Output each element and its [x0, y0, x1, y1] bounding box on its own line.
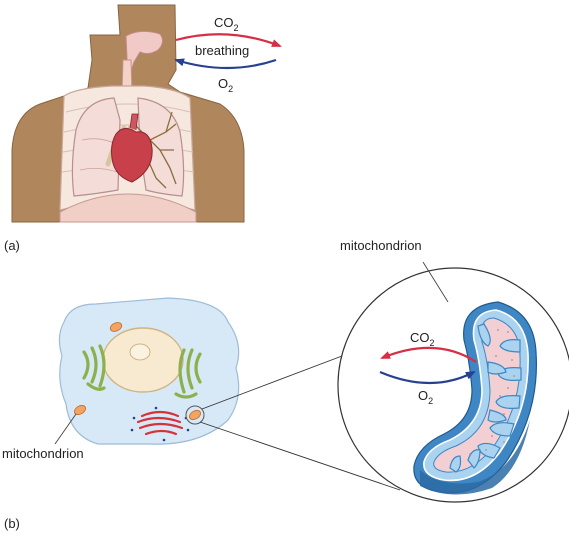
zoom-mitochondrion-label: mitochondrion: [340, 238, 422, 253]
mito-matrix-granules: [469, 329, 515, 455]
cell-mitochondrion-top: [109, 322, 123, 332]
nucleolus: [129, 343, 151, 361]
cell-mitochondrion-label: mitochondrion: [2, 446, 84, 461]
panel-b-co2-label: CO2: [410, 330, 435, 348]
mito-co2-out-arrow: [380, 346, 477, 363]
panel-b-o2-label: O2: [418, 388, 433, 406]
endoplasmic-reticulum: [136, 410, 184, 436]
mitochondrion-detail: [413, 301, 538, 495]
co2-out-arrow: [175, 33, 282, 48]
panel-a-co2-label: CO2: [214, 15, 239, 33]
ribcage-outline: [61, 103, 195, 173]
zoom-line-bottom: [199, 421, 401, 491]
zoom-line-top: [201, 355, 343, 410]
panel-a-o2-label: O2: [218, 76, 233, 94]
heart: [111, 128, 153, 183]
right-lung: [71, 97, 121, 197]
nasal-cavity: [125, 30, 164, 81]
panel-a-label: (a): [4, 238, 20, 253]
human-torso-illustration: [11, 4, 245, 223]
cell-mitochondrion-left: [74, 405, 86, 415]
animal-cell: [58, 297, 240, 445]
diaphragm: [59, 193, 197, 223]
breathing-label: breathing: [195, 43, 249, 58]
o2-in-arrow: [174, 58, 277, 70]
left-lung: [137, 97, 185, 197]
mito-o2-in-arrow: [379, 370, 476, 385]
cell-mito-leader: [54, 413, 77, 445]
cell-mitochondrion-highlighted: [189, 410, 201, 420]
golgi-apparatus-right: [174, 348, 202, 399]
zoom-mito-leader: [422, 261, 449, 303]
panel-b-label: (b): [4, 516, 20, 531]
golgi-apparatus-left: [82, 344, 106, 391]
mito-cristae: [449, 323, 522, 473]
